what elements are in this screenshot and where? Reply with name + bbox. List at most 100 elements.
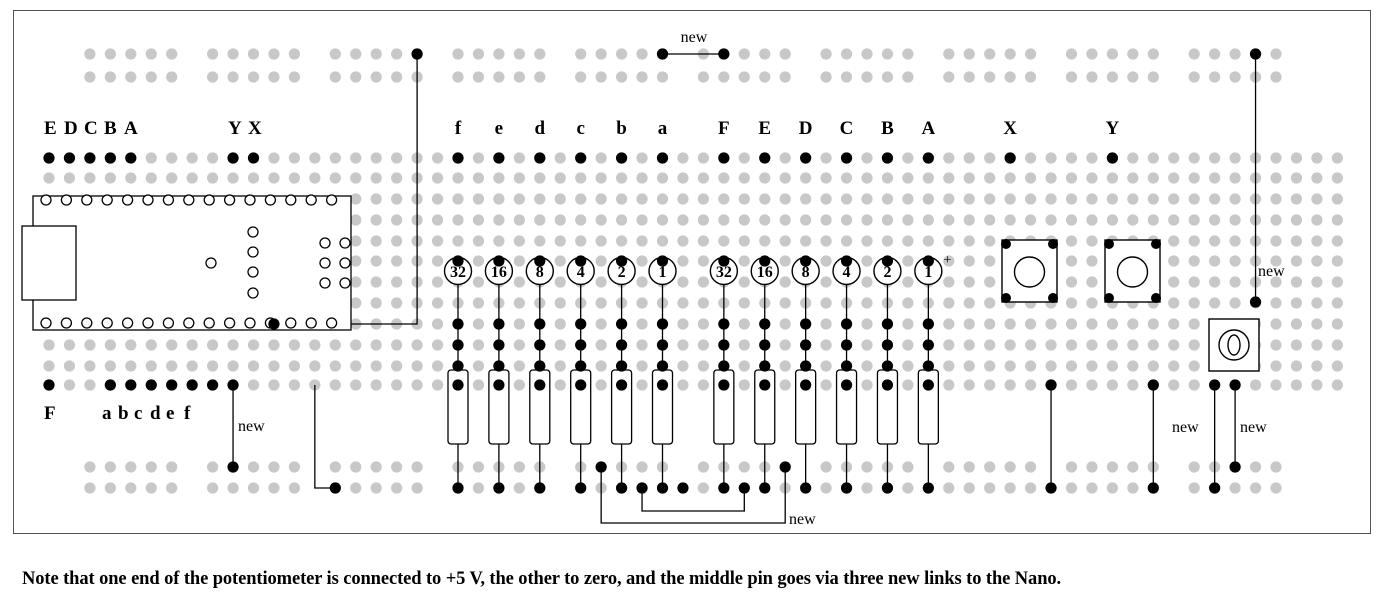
breadboard-hole: [595, 318, 607, 330]
used-hole: [656, 152, 669, 164]
used-hole: [493, 482, 505, 494]
breadboard-hole: [697, 193, 710, 205]
breadboard-hole: [166, 152, 178, 164]
breadboard-hole: [1065, 461, 1078, 473]
nano-pin: [60, 317, 73, 329]
breadboard-hole: [902, 48, 914, 60]
breadboard-hole: [1331, 318, 1343, 330]
breadboard-hole: [1004, 48, 1016, 60]
breadboard-hole: [63, 360, 76, 372]
nano-pin: [81, 317, 93, 329]
breadboard-hole: [104, 461, 116, 473]
potentiometer: [1208, 318, 1260, 372]
breadboard-hole: [881, 71, 894, 83]
used-hole: [145, 379, 157, 391]
breadboard-hole: [1086, 255, 1098, 267]
led-value-label: 8: [802, 264, 810, 281]
icsp-pin: [319, 237, 331, 249]
wire-new-link-outer: [600, 467, 786, 524]
breadboard-hole: [1025, 482, 1037, 494]
breadboard-hole: [431, 152, 444, 164]
new-link-label: new: [681, 29, 708, 46]
breadboard-hole: [288, 172, 300, 184]
breadboard-hole: [636, 152, 648, 164]
breadboard-hole: [943, 172, 955, 184]
breadboard-hole: [1168, 152, 1180, 164]
breadboard-hole: [1331, 193, 1343, 205]
breadboard-hole: [370, 193, 382, 205]
breadboard-hole: [1270, 276, 1282, 288]
breadboard-hole: [411, 482, 423, 494]
breadboard-hole: [1127, 360, 1139, 372]
breadboard-hole: [820, 461, 832, 473]
pin-label: F: [44, 403, 56, 424]
breadboard-hole: [1106, 318, 1118, 330]
breadboard-hole: [1025, 360, 1037, 372]
button-pin: [1104, 239, 1114, 249]
breadboard-hole: [1209, 48, 1221, 60]
breadboard-hole: [186, 339, 198, 351]
breadboard-hole: [1229, 276, 1241, 288]
breadboard-hole: [431, 360, 444, 372]
breadboard-hole: [329, 172, 341, 184]
breadboard-hole: [534, 71, 546, 83]
breadboard-hole: [759, 71, 771, 83]
used-hole: [1147, 482, 1159, 494]
breadboard-hole: [329, 339, 341, 351]
used-hole: [493, 318, 505, 330]
breadboard-hole: [779, 318, 791, 330]
breadboard-hole: [431, 214, 444, 226]
breadboard-hole: [472, 360, 485, 372]
breadboard-hole: [554, 172, 566, 184]
used-hole: [1209, 379, 1221, 391]
breadboard-hole: [902, 482, 914, 494]
breadboard-hole: [1290, 152, 1303, 164]
breadboard-hole: [595, 71, 607, 83]
breadboard-hole: [677, 255, 689, 267]
breadboard-hole: [1290, 318, 1303, 330]
used-hole: [840, 318, 853, 330]
breadboard-hole: [963, 152, 975, 164]
breadboard-hole: [1270, 461, 1282, 473]
breadboard-hole: [493, 172, 505, 184]
breadboard-hole: [1209, 297, 1221, 309]
breadboard-hole: [1188, 193, 1200, 205]
used-hole: [718, 152, 730, 164]
breadboard-hole: [1106, 48, 1118, 60]
breadboard-hole: [1004, 461, 1016, 473]
breadboard-hole: [534, 235, 546, 247]
breadboard-hole: [902, 193, 914, 205]
breadboard-hole: [513, 360, 525, 372]
breadboard-hole: [1311, 172, 1323, 184]
nano-pin: [203, 317, 215, 329]
breadboard-hole: [472, 482, 485, 494]
breadboard-hole: [656, 71, 669, 83]
breadboard-hole: [1270, 482, 1282, 494]
breadboard-hole: [145, 461, 157, 473]
breadboard-hole: [1086, 297, 1098, 309]
breadboard-hole: [963, 214, 975, 226]
breadboard-hole: [1229, 152, 1241, 164]
breadboard-hole: [472, 461, 485, 473]
breadboard-hole: [1249, 482, 1262, 494]
breadboard-hole: [840, 172, 853, 184]
breadboard-hole: [881, 48, 894, 60]
breadboard-hole: [1168, 297, 1180, 309]
breadboard-hole: [1025, 379, 1037, 391]
breadboard-hole: [472, 379, 485, 391]
used-hole: [881, 152, 894, 164]
used-hole: [718, 48, 730, 60]
breadboard-hole: [820, 482, 832, 494]
breadboard-hole: [166, 172, 178, 184]
breadboard-hole: [943, 297, 955, 309]
breadboard-hole: [1331, 152, 1343, 164]
breadboard-hole: [1168, 214, 1180, 226]
used-hole: [227, 379, 239, 391]
breadboard-hole: [1147, 71, 1159, 83]
breadboard-hole: [820, 172, 832, 184]
breadboard-hole: [207, 360, 219, 372]
breadboard-hole: [1086, 235, 1098, 247]
breadboard-hole: [125, 172, 137, 184]
breadboard-hole: [1127, 152, 1139, 164]
